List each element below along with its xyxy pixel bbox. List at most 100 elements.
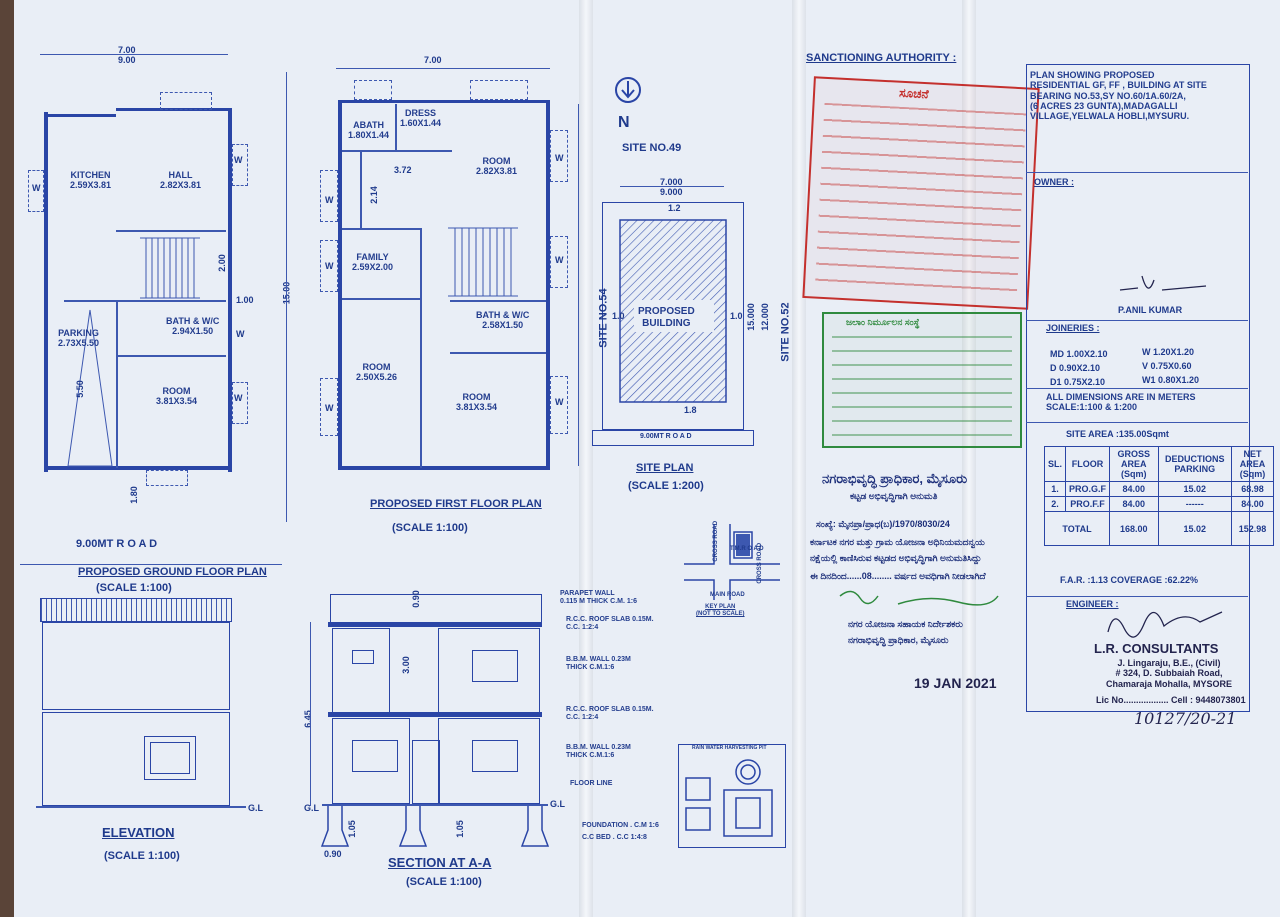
- joinery-md: MD 1.00X2.10: [1050, 349, 1108, 359]
- ff-scale: (SCALE 1:100): [392, 522, 468, 534]
- area-th-gross: GROSS AREA (Sqm): [1109, 446, 1159, 482]
- sec-dim-found1: 1.05: [346, 820, 357, 838]
- table-row: 1. PRO.G.F 84.00 15.02 68.98: [1043, 481, 1274, 497]
- sign-line-1: ನಗರ ಯೋಜನಾ ಸಹಾಯಕ ನಿರ್ದೇಶಕರು: [848, 619, 963, 629]
- cell: 2.: [1043, 496, 1067, 512]
- area-th-floor: FLOOR: [1065, 446, 1111, 482]
- ff-room1-label: ROOM 2.82X3.81: [476, 156, 518, 177]
- gf-dim-parking: 5.50: [74, 380, 85, 398]
- cell: 168.00: [1109, 511, 1159, 546]
- dimensions-note: ALL DIMENSIONS ARE IN METERS SCALE:1:100…: [1046, 392, 1196, 413]
- site-dim-h1: 12.000: [759, 303, 770, 331]
- joinery-d: D 0.90X2.10: [1050, 363, 1101, 373]
- site-road-label: 9.00MT R O A D: [640, 433, 692, 440]
- gf-parking-label: PARKING 2.73X5.50: [58, 328, 100, 349]
- section-title: SECTION AT A-A: [388, 855, 492, 870]
- engineer-label: ENGINEER :: [1066, 599, 1119, 609]
- ff-dress-label: DRESS 1.60X1.44: [400, 108, 442, 129]
- site-dim-bottom-gap: 1.8: [684, 405, 697, 415]
- rwh-label: RAIN WATER HARVESTING PIT: [692, 745, 767, 751]
- elevation-gl: G.L: [248, 803, 263, 813]
- gf-title: PROPOSED GROUND FLOOR PLAN: [78, 566, 267, 578]
- paper-fold: [792, 0, 806, 917]
- gf-dim-bath: 1.00: [236, 295, 254, 305]
- ff-room2-label: ROOM 2.50X5.26: [356, 362, 398, 383]
- section-gl-right: G.L: [550, 799, 565, 809]
- gf-dim-stair: 2.00: [216, 254, 227, 272]
- engineer-signature: [1107, 611, 1223, 638]
- authority-name: ನಗರಾಭಿವೃದ್ಧಿ ಪ್ರಾಧಿಕಾರ, ಮೈಸೂರು: [822, 471, 968, 486]
- sec-dim-total: 6.45: [302, 710, 313, 728]
- ff-bath-label: BATH & W/C 2.58X1.50: [476, 310, 530, 331]
- key-plan-label: KEY PLAN (NOT TO SCALE): [696, 604, 745, 617]
- note-foundation: FOUNDATION . C.M 1:6: [582, 822, 659, 829]
- key-road-1: T.M.R O A D: [730, 546, 764, 552]
- note-wall-2: B.B.M. WALL 0.23M THICK C.M.1:6: [566, 744, 631, 760]
- note-wall-1: B.B.M. WALL 0.23M THICK C.M.1:6: [566, 656, 631, 672]
- gf-scale: (SCALE 1:100): [96, 582, 172, 594]
- sec-dim-found2: 1.05: [454, 820, 465, 838]
- area-th-sl: SL.: [1043, 446, 1067, 482]
- owner-signature: [1119, 275, 1207, 291]
- cell: 15.02: [1157, 511, 1233, 546]
- cell: 84.00: [1109, 496, 1159, 512]
- elevation-scale: (SCALE 1:100): [104, 850, 180, 862]
- note-floor-line: FLOOR LINE: [570, 780, 613, 787]
- table-row: 2. PRO.F.F 84.00 ------ 84.00: [1043, 496, 1274, 512]
- sanction-ref-3: ನಕ್ಷೆಯಲ್ಲಿ ಕಾಣಿಸಿರುವ ಕಟ್ಟಡದ ಅಭಿವೃದ್ಧಿಗಾಗ…: [810, 553, 982, 563]
- site-plan-title: SITE PLAN: [636, 462, 694, 474]
- note-parapet: PARAPET WALL 0.115 M THICK C.M. 1:6: [560, 590, 638, 606]
- joinery-w1: W1 0.80X1.20: [1142, 375, 1200, 385]
- note-roof-slab-1: R.C.C. ROOF SLAB 0.15M. C.C. 1:2:4: [566, 616, 654, 632]
- owner-label: OWNER :: [1034, 177, 1074, 187]
- cell: 84.00: [1109, 481, 1159, 497]
- section-foundations: [320, 806, 550, 847]
- table-row-total: TOTAL 168.00 15.02 152.98: [1043, 511, 1274, 546]
- cell: TOTAL: [1043, 511, 1111, 546]
- joinery-d1: D1 0.75X2.10: [1050, 377, 1106, 387]
- sanction-ref-4: ಈ ದಿನದಿಂದ......08........ ವರ್ಷದ ಅವಧಿಗಾಗಿ…: [810, 571, 986, 581]
- area-th-ded: DEDUCTIONS PARKING: [1157, 446, 1233, 482]
- elevation-title: ELEVATION: [102, 825, 175, 840]
- gf-kitchen-label: KITCHEN 2.59X3.81: [70, 170, 112, 191]
- gf-road-label: 9.00MT R O A D: [76, 538, 158, 550]
- joinery-v: V 0.75X0.60: [1142, 361, 1192, 371]
- key-road-4: CROSS ROAD: [757, 542, 764, 584]
- gf-hall-label: HALL 2.82X3.81: [160, 170, 202, 191]
- site-no-54: SITE NO.54: [597, 288, 610, 348]
- key-road-3: CROSS ROAD: [713, 520, 720, 562]
- site-dim-top1: 7.000: [660, 177, 683, 187]
- cell: PRO.G.F: [1065, 481, 1111, 497]
- gf-staircase: [140, 237, 200, 299]
- proposed-building-label: PROPOSED BUILDING: [638, 306, 695, 329]
- far-coverage: F.A.R. :1.13 COVERAGE :62.22%: [1060, 575, 1199, 585]
- gf-dim-top-inner: 9.00: [118, 55, 136, 65]
- north-label: N: [618, 114, 630, 131]
- area-table: SL. FLOOR GROSS AREA (Sqm) DEDUCTIONS PA…: [1043, 446, 1274, 546]
- cell: ------: [1157, 496, 1233, 512]
- authority-sub: ಕಟ್ಟಡ ಅಭಿವೃದ್ಧಿಗಾಗಿ ಅನುಮತಿ: [850, 491, 938, 501]
- ff-dim-w1: 3.72: [394, 165, 412, 175]
- lic-cell: Lic No.................. Cell : 94480738…: [1096, 695, 1246, 705]
- cell: PRO.F.F: [1065, 496, 1111, 512]
- site-area: SITE AREA :135.00Sqmt: [1066, 429, 1169, 439]
- paper-fold: [579, 0, 593, 917]
- gf-parking-marker: [67, 309, 113, 467]
- cell: 15.02: [1157, 481, 1233, 497]
- sec-dim-floor: 3.00: [400, 656, 411, 674]
- gf-dim-top-outer: 7.00: [118, 45, 136, 55]
- note-cc-bed: C.C BED . C.C 1:4:8: [582, 834, 647, 841]
- red-stamp-title: ಸೂಚನೆ: [898, 85, 929, 102]
- gf-room-label: ROOM 3.81X3.54: [156, 386, 198, 407]
- gf-dim-side: 15.00: [281, 282, 292, 305]
- ff-staircase: [448, 227, 518, 297]
- authority-signature: [839, 590, 999, 606]
- cell: 68.98: [1231, 481, 1274, 497]
- ff-family-label: FAMILY 2.59X2.00: [352, 252, 394, 273]
- section-gl-left: G.L: [304, 803, 319, 813]
- cell: 152.98: [1231, 511, 1274, 546]
- ff-abath-label: ABATH 1.80X1.44: [348, 120, 390, 141]
- green-stamp-title: ಜಲಾಂ ನಿರ್ಮೂಲನ ಸಂಸ್ಥೆ: [846, 317, 920, 327]
- area-th-net: NET AREA (Sqm): [1231, 446, 1274, 482]
- ff-dim-top: 7.00: [424, 55, 442, 65]
